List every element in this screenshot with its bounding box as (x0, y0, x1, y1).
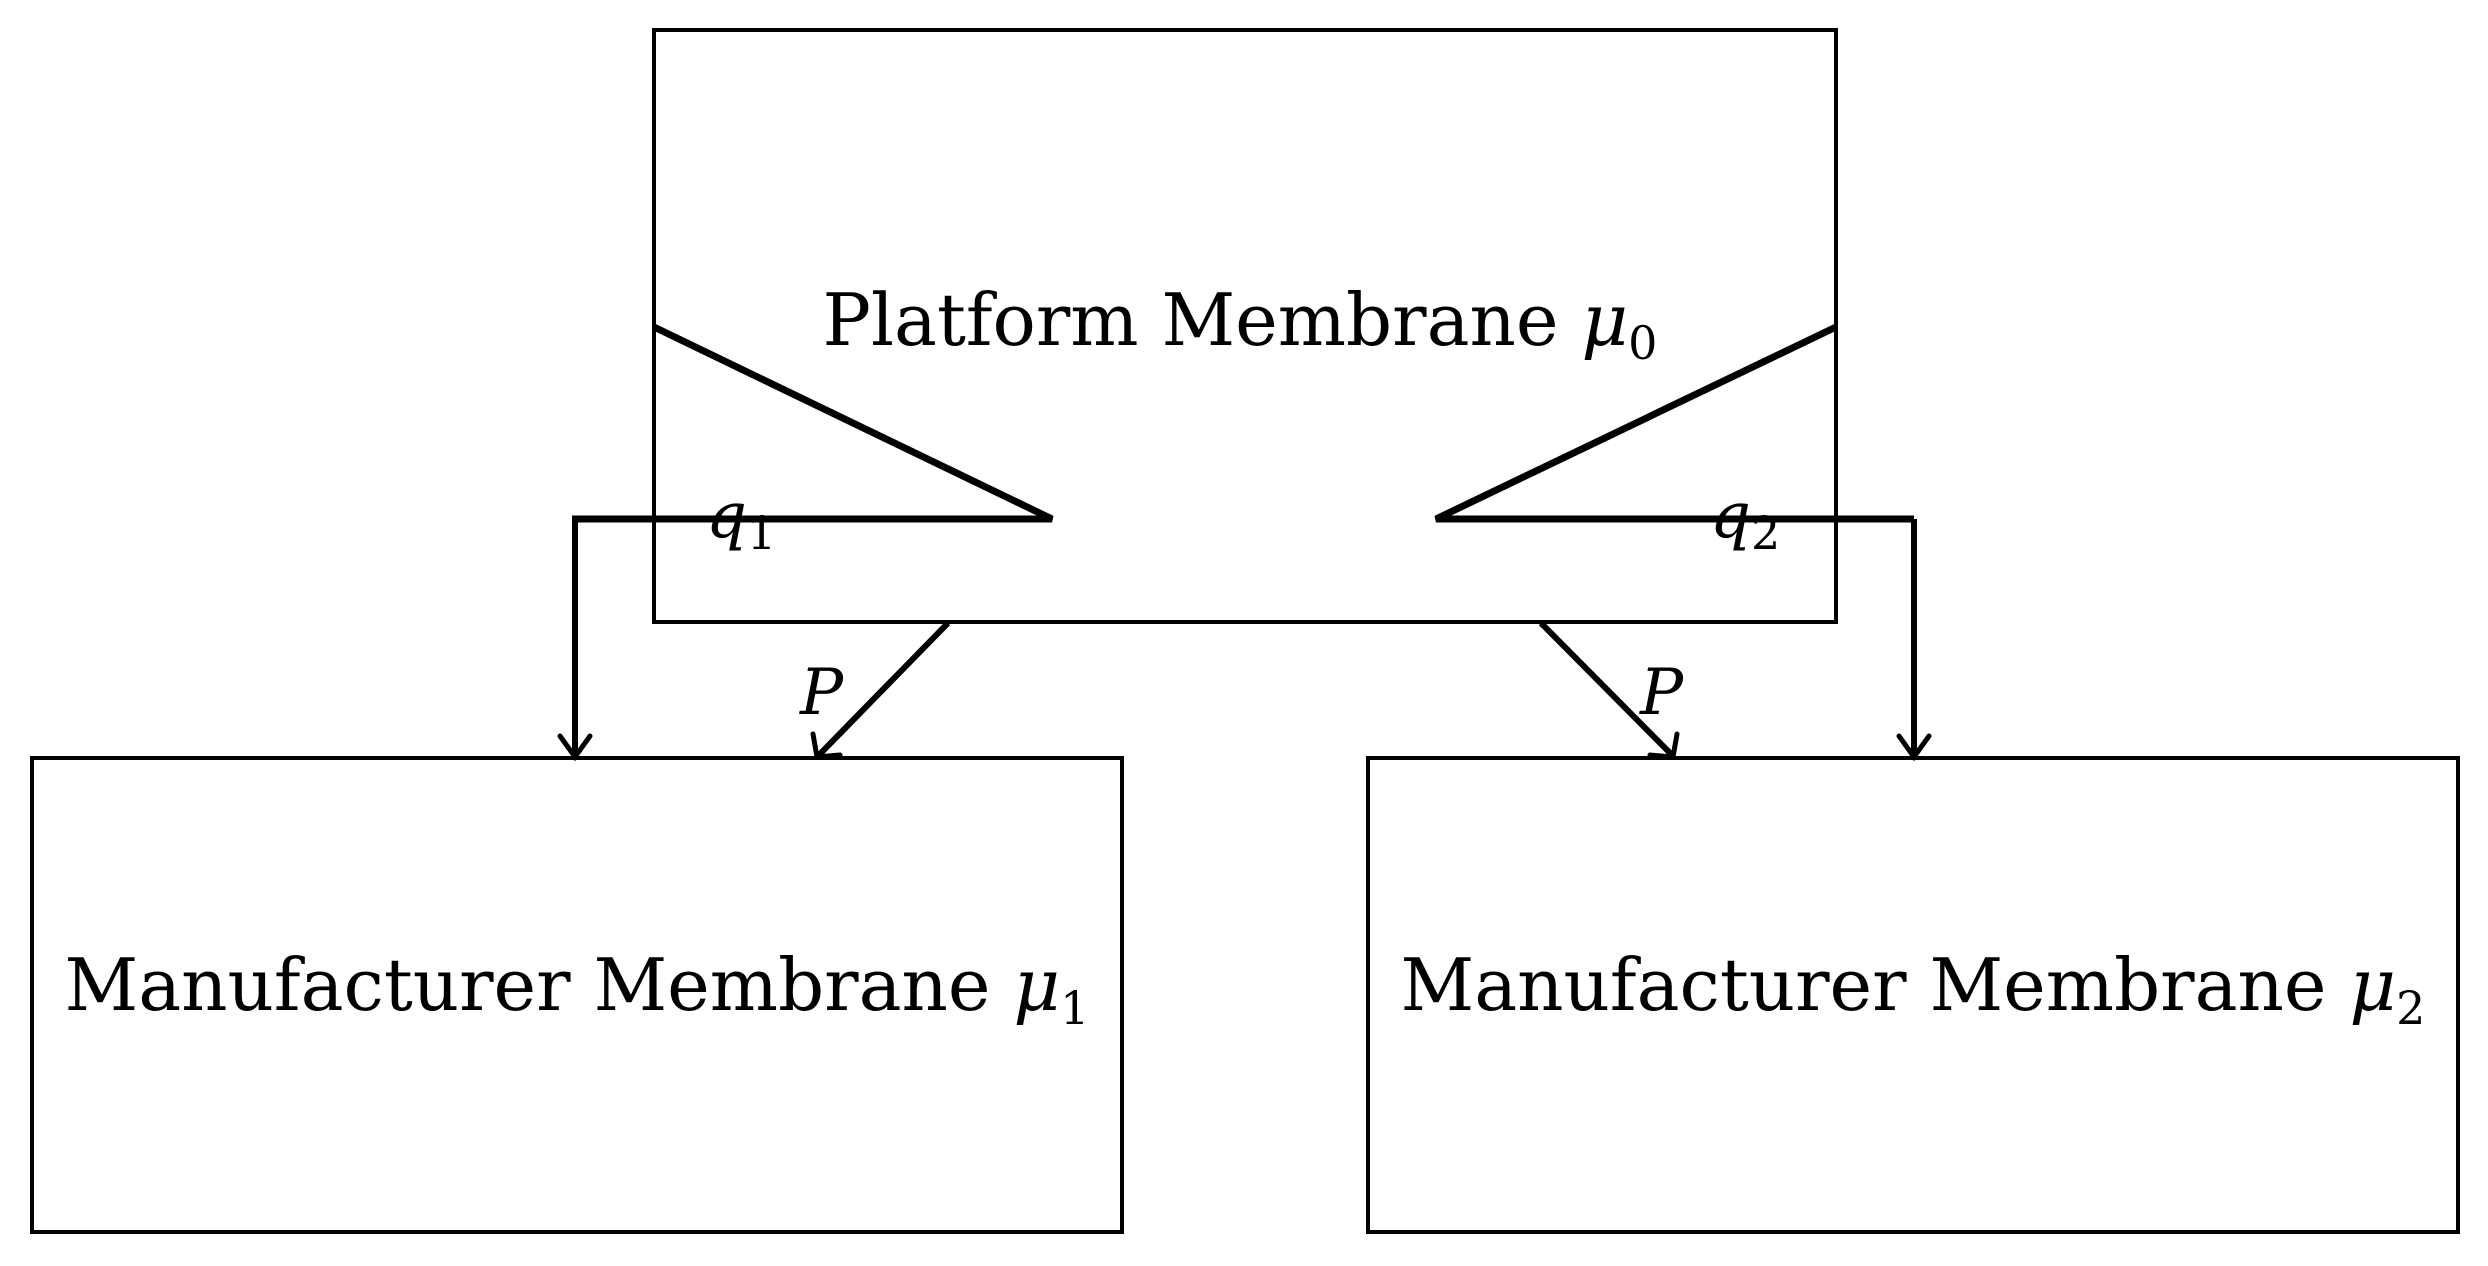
q1-label: q1 (706, 479, 776, 560)
q2-arrow (1896, 519, 1932, 762)
right-wedge-shape (1434, 323, 1914, 523)
manufacturer-membrane-2-box (1366, 756, 2460, 1234)
p-right-label: P (1639, 656, 1684, 730)
manufacturer-membrane-1-node: Manufacturer Membrane μ1 (30, 756, 1124, 1234)
manufacturer-membrane-2-label: Manufacturer Membrane μ2 (1401, 943, 2426, 1035)
p-left-label: P (799, 656, 844, 730)
q1-arrow (557, 519, 593, 762)
platform-membrane-box (652, 28, 1838, 624)
left-wedge-shape (572, 323, 1054, 523)
manufacturer-membrane-2-node: Manufacturer Membrane μ2 (1366, 756, 2460, 1234)
manufacturer-membrane-1-label: Manufacturer Membrane μ1 (65, 943, 1090, 1035)
platform-membrane-node: Platform Membrane μ0 (652, 28, 1838, 624)
q2-label: q2 (1710, 479, 1780, 560)
platform-membrane-label: Platform Membrane μ0 (823, 278, 1658, 370)
manufacturer-membrane-1-box (30, 756, 1124, 1234)
